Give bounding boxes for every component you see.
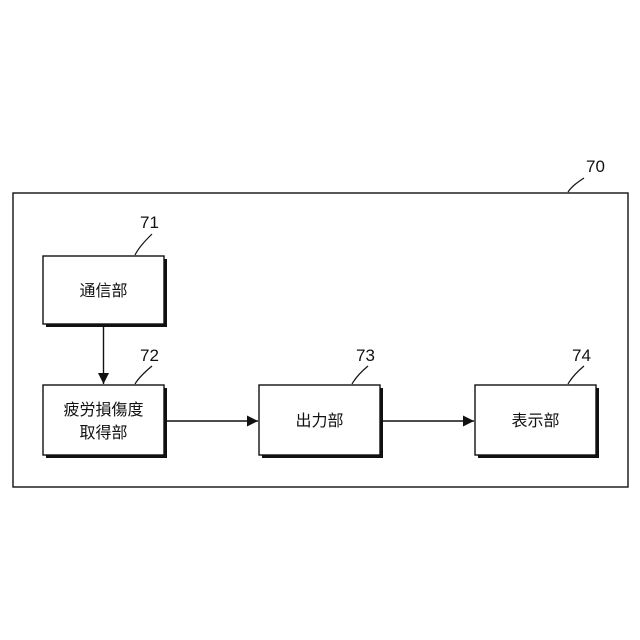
block-label: 出力部 (295, 411, 343, 430)
block-label: 通信部 (79, 281, 127, 300)
block-fatigue-damage-unit (43, 385, 164, 455)
ref-label-71: 71 (140, 213, 159, 232)
block-label: 表示部 (511, 411, 559, 430)
block-label-line2: 取得部 (79, 423, 127, 442)
ref-label-70: 70 (586, 157, 605, 176)
ref-label-72: 72 (140, 346, 159, 365)
ref-label-74: 74 (572, 346, 591, 365)
ref-label-73: 73 (356, 346, 375, 365)
block-label-line1: 疲労損傷度 (63, 400, 143, 419)
ref-leader-70 (568, 178, 584, 192)
